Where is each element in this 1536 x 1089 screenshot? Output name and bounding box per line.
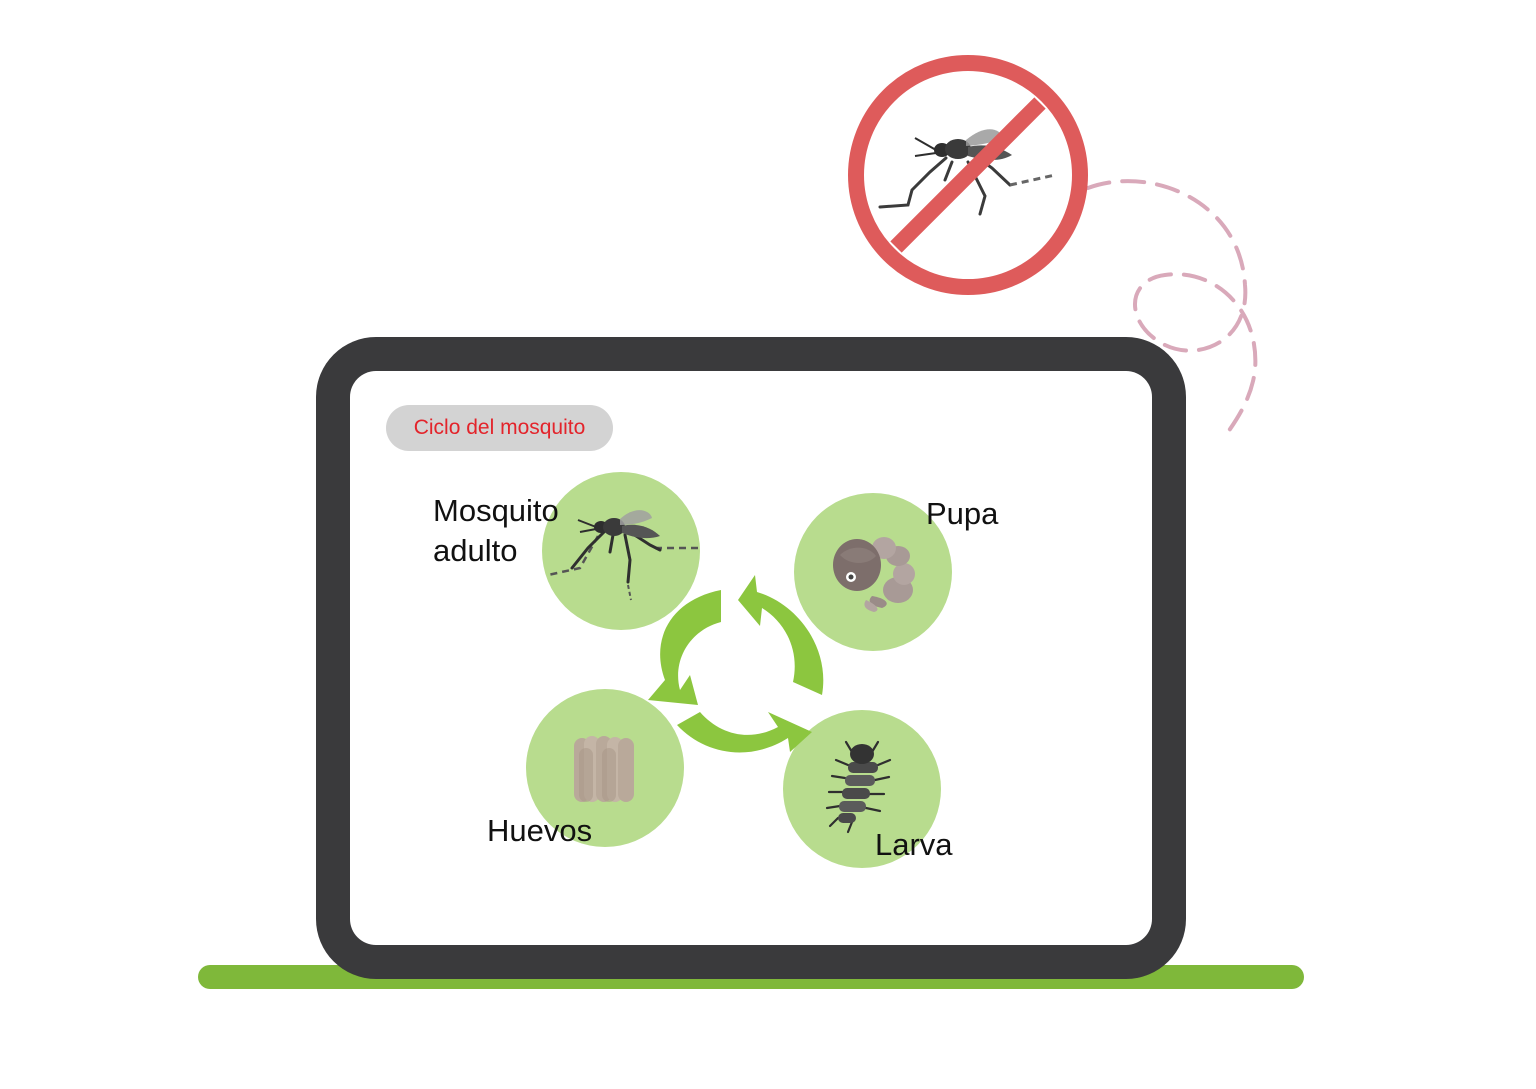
title-badge: Ciclo del mosquito [386, 405, 613, 451]
label-eggs: Huevos [487, 813, 593, 848]
cycle-arrows-icon [648, 575, 824, 753]
flight-path [1086, 179, 1258, 434]
stage-circle-adult [542, 472, 700, 630]
larva-icon [825, 740, 892, 834]
pupa-icon [833, 537, 915, 612]
mosquito-icon [547, 510, 700, 601]
label-adult-line1: Mosquito [433, 493, 559, 528]
label-adult-line2: adulto [433, 533, 518, 568]
eggs-icon [574, 736, 634, 802]
tablet-screen [350, 371, 1152, 945]
no-mosquito-icon [848, 55, 1088, 295]
label-pupa: Pupa [926, 496, 999, 531]
label-larva: Larva [875, 827, 953, 862]
title-text: Ciclo del mosquito [413, 416, 586, 439]
